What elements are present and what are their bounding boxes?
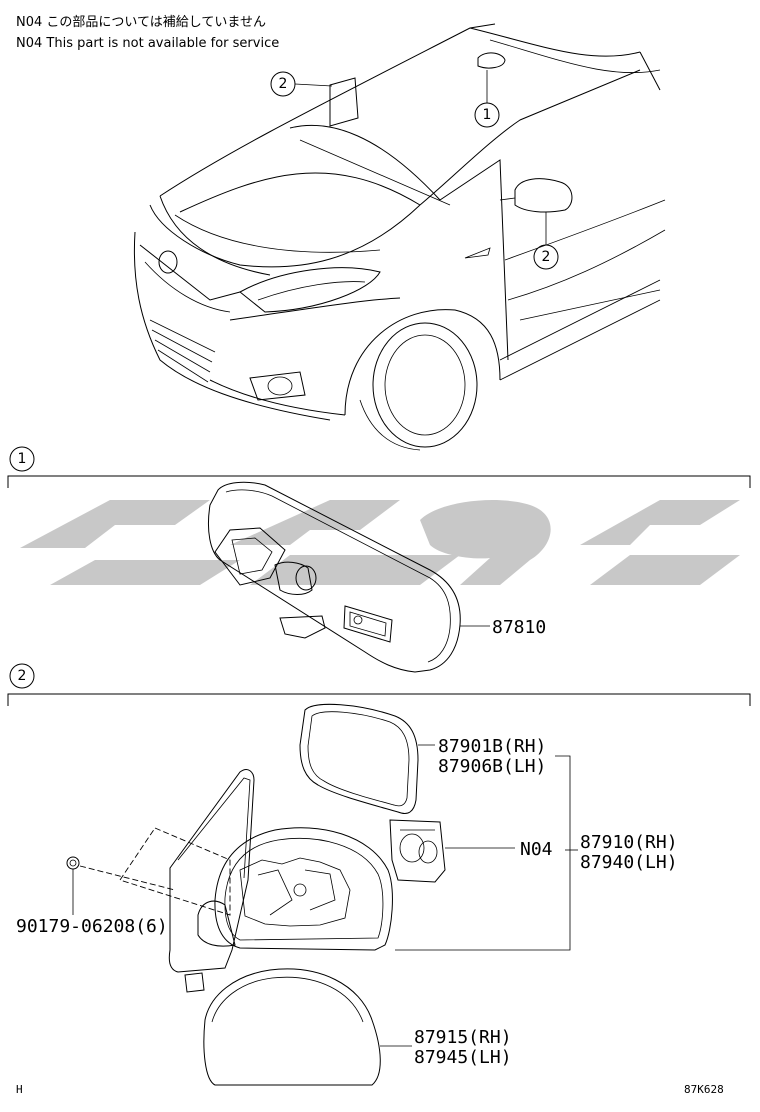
section-1-label: 1 [18,451,27,467]
section-1-marker [9,446,35,472]
callout-2-side-label: 2 [542,249,551,265]
bracket-assy [395,755,571,951]
section-2-label: 2 [18,668,27,684]
mirror-glass-drawing [299,703,419,814]
mirror-motor-drawing [389,819,515,883]
callout-2-top-label: 2 [279,76,288,92]
inner-mirror-drawing [207,481,490,673]
watermark-logo [20,500,740,585]
mirror-cover-drawing [203,968,412,1086]
part-90179-06208: 90179-06208(6) [16,916,168,937]
section-2-marker [9,663,35,689]
note-jp: N04 この部品については補給していません [16,15,266,30]
part-87906B-LH: 87906B(LH) [438,756,546,777]
part-87810: 87810 [492,617,546,638]
screw-90179 [66,856,80,870]
part-87910-RH: 87910(RH) [580,832,678,853]
part-87901B-RH: 87901B(RH) [438,736,546,757]
figure-code: 87K628 [684,1083,724,1096]
part-N04: N04 [520,839,553,860]
callout-1-label: 1 [483,107,492,123]
outer-mirror-drawing [66,769,393,993]
note-en: N04 This part is not available for servi… [16,36,279,51]
part-87940-LH: 87940(LH) [580,852,678,873]
footer-left-code: H [16,1083,23,1096]
section-2-bracket [7,693,751,706]
section-1-bracket [7,475,751,488]
part-87915-RH: 87915(RH) [414,1027,512,1048]
part-87945-LH: 87945(LH) [414,1047,512,1068]
car-illustration: 2 1 2 [133,23,666,451]
